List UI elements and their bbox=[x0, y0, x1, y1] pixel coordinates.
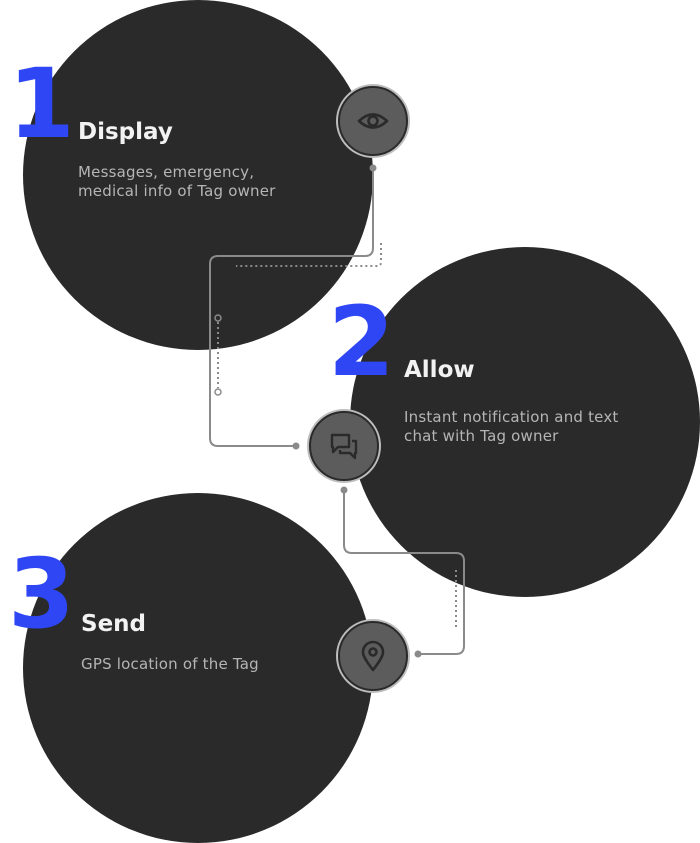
chat-bubbles-icon-glyph bbox=[330, 433, 358, 460]
step-2-description: Instant notification and text chat with … bbox=[404, 408, 619, 445]
eye-icon bbox=[338, 86, 408, 156]
step-1-title: Display bbox=[78, 119, 173, 145]
connector-dot bbox=[292, 442, 300, 450]
eye-icon-glyph bbox=[357, 113, 389, 129]
connector-dot bbox=[414, 650, 422, 658]
connector-dot bbox=[340, 486, 348, 494]
location-pin-icon bbox=[338, 621, 408, 691]
step-2-title: Allow bbox=[404, 357, 475, 383]
step-3-number: 3 bbox=[8, 538, 75, 650]
step-3-circle bbox=[23, 493, 373, 843]
location-pin-icon-glyph bbox=[361, 640, 385, 672]
step-1-description: Messages, emergency, medical info of Tag… bbox=[78, 163, 276, 200]
step-2-number: 2 bbox=[328, 286, 395, 398]
step-3-description: GPS location of the Tag bbox=[81, 655, 259, 673]
step-1-number: 1 bbox=[8, 48, 75, 160]
chat-bubbles-icon bbox=[309, 411, 379, 481]
connector-ring bbox=[214, 388, 222, 396]
step-3-title: Send bbox=[81, 611, 147, 637]
